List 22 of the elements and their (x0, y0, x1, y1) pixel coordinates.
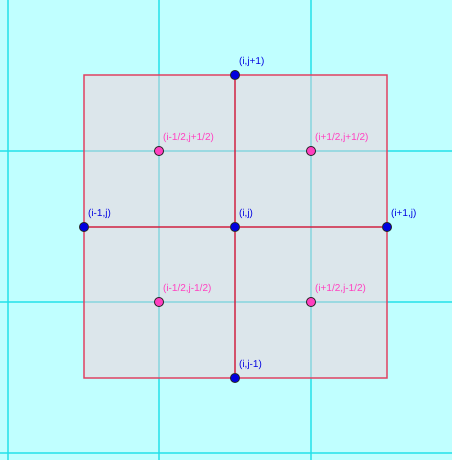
point-label: (i-1/2,j-1/2) (163, 283, 212, 295)
connector-line (240, 226, 382, 228)
point-label: (i,j+1) (239, 56, 264, 68)
grid-point (382, 222, 392, 232)
point-label: (i,j-1) (239, 359, 262, 371)
connector-line (89, 226, 230, 228)
grid-point (230, 70, 240, 80)
point-label: (i+1/2,j+1/2) (315, 132, 368, 144)
grid-point (306, 146, 316, 156)
connector-line (234, 232, 236, 373)
point-label: (i-1/2,j+1/2) (163, 132, 214, 144)
grid-point (230, 373, 240, 383)
point-label: (i+1/2,j-1/2) (315, 283, 366, 295)
grid-point (306, 297, 316, 307)
grid-point (230, 222, 240, 232)
point-label: (i-1,j) (88, 208, 111, 220)
point-label: (i+1,j) (391, 208, 416, 220)
grid-point (154, 297, 164, 307)
grid-point (154, 146, 164, 156)
point-label: (i,j) (239, 208, 253, 220)
connector-line (234, 80, 236, 222)
grid-point (79, 222, 89, 232)
